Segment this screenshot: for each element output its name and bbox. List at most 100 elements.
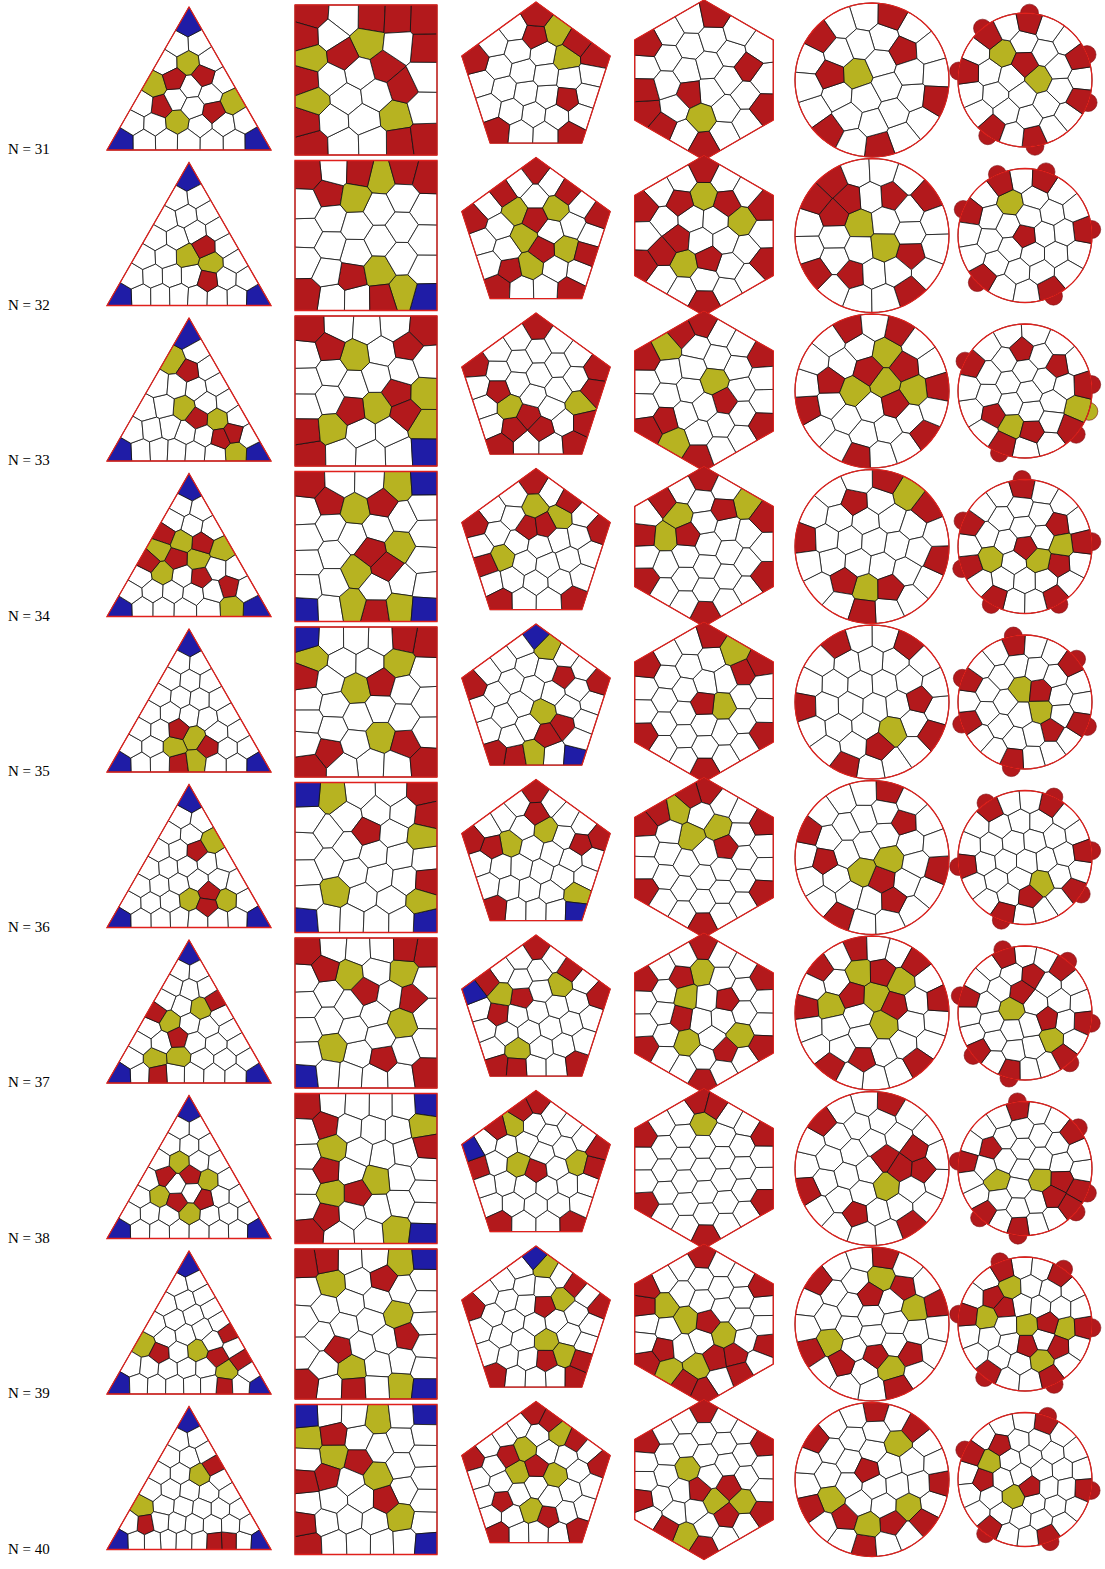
voronoi-cell bbox=[362, 958, 390, 985]
voronoi-cell bbox=[558, 121, 586, 143]
voronoi-cell bbox=[994, 1149, 1017, 1174]
voronoi-cell bbox=[365, 1023, 396, 1049]
tessellation-panel bbox=[635, 156, 774, 316]
square-container bbox=[295, 161, 437, 311]
voronoi-cell bbox=[808, 796, 839, 827]
voronoi-cell bbox=[878, 574, 905, 600]
voronoi-cell bbox=[334, 990, 363, 1019]
voronoi-cell bbox=[1047, 988, 1070, 1013]
voronoi-cell bbox=[669, 1281, 695, 1307]
triangle-container bbox=[107, 629, 271, 772]
tessellation-panel bbox=[954, 163, 1100, 305]
triangle-container bbox=[107, 1251, 271, 1394]
voronoi-cell bbox=[871, 72, 902, 102]
voronoi-cell bbox=[533, 274, 558, 299]
voronoi-cell bbox=[169, 1341, 189, 1363]
voronoi-cell bbox=[896, 665, 923, 694]
voronoi-cell bbox=[525, 1366, 546, 1387]
square-container bbox=[295, 627, 437, 777]
voronoi-cell bbox=[412, 717, 437, 748]
voronoi-cell bbox=[340, 730, 370, 759]
voronoi-cell bbox=[208, 908, 228, 928]
voronoi-cell bbox=[181, 97, 204, 120]
voronoi-cell bbox=[163, 1309, 185, 1331]
voronoi-cell bbox=[567, 524, 591, 550]
voronoi-cell bbox=[881, 390, 909, 418]
voronoi-cell bbox=[188, 908, 208, 927]
voronoi-cell bbox=[410, 123, 437, 155]
voronoi-cell bbox=[336, 1114, 361, 1143]
voronoi-cell bbox=[976, 677, 1001, 701]
voronoi-cell bbox=[490, 803, 516, 832]
voronoi-cell bbox=[386, 593, 413, 621]
voronoi-cell bbox=[575, 1283, 601, 1308]
voronoi-cell bbox=[550, 1262, 573, 1287]
voronoi-cell bbox=[635, 723, 659, 750]
tessellation-panel bbox=[462, 1091, 610, 1232]
voronoi-cell bbox=[815, 60, 844, 89]
voronoi-cell bbox=[871, 800, 898, 824]
voronoi-cell bbox=[389, 906, 414, 933]
voronoi-cell bbox=[197, 270, 218, 292]
voronoi-cell bbox=[588, 824, 610, 851]
voronoi-cell bbox=[748, 366, 773, 389]
voronoi-cell bbox=[392, 1094, 415, 1120]
voronoi-cell bbox=[859, 1325, 886, 1347]
voronoi-cell bbox=[295, 189, 321, 219]
voronoi-cell bbox=[159, 415, 181, 440]
tessellation-panel bbox=[635, 311, 774, 471]
voronoi-cell bbox=[676, 522, 700, 546]
voronoi-cell bbox=[635, 342, 661, 370]
tessellation-panel bbox=[295, 1249, 437, 1399]
voronoi-cell bbox=[162, 580, 183, 603]
voronoi-cell bbox=[635, 545, 660, 568]
pentagon-container bbox=[462, 313, 610, 454]
tessellation-panel bbox=[107, 7, 271, 150]
hexagon-container bbox=[635, 778, 774, 938]
voronoi-cell bbox=[873, 1172, 899, 1201]
voronoi-cell bbox=[1002, 830, 1024, 854]
voronoi-cell bbox=[652, 979, 677, 1003]
tessellation-panel bbox=[949, 1093, 1096, 1244]
tessellation-panel bbox=[950, 788, 1101, 929]
voronoi-cell bbox=[202, 101, 225, 123]
voronoi-cell bbox=[163, 737, 187, 758]
voronoi-cell bbox=[362, 1165, 390, 1194]
voronoi-cell bbox=[358, 126, 386, 155]
voronoi-cell bbox=[750, 674, 773, 699]
tessellation-panel bbox=[951, 941, 1100, 1087]
voronoi-cell bbox=[536, 85, 559, 109]
voronoi-cell bbox=[830, 1034, 856, 1062]
tessellation-panel bbox=[462, 1246, 610, 1387]
voronoi-cell bbox=[749, 248, 773, 280]
voronoi-cell bbox=[729, 709, 756, 734]
voronoi-cell bbox=[409, 316, 437, 346]
voronoi-cell bbox=[536, 587, 561, 610]
voronoi-cell bbox=[878, 3, 908, 30]
voronoi-cell bbox=[370, 1265, 398, 1292]
voronoi-cell bbox=[862, 527, 887, 555]
voronoi-cell bbox=[670, 1124, 696, 1147]
voronoi-cell bbox=[121, 416, 144, 443]
voronoi-cell bbox=[201, 1375, 218, 1394]
hexagon-container bbox=[635, 622, 774, 782]
voronoi-cell bbox=[901, 947, 931, 976]
tessellation-panel bbox=[462, 158, 610, 299]
voronoi-cell bbox=[319, 783, 347, 815]
tessellation-panel bbox=[795, 470, 949, 624]
voronoi-cell bbox=[1010, 516, 1036, 538]
voronoi-cell bbox=[839, 731, 866, 759]
voronoi-cell bbox=[179, 1203, 200, 1225]
voronoi-cell bbox=[341, 1378, 365, 1399]
voronoi-cell bbox=[295, 710, 323, 733]
voronoi-cell bbox=[1025, 657, 1049, 681]
pentagon-container bbox=[462, 1091, 610, 1232]
voronoi-cell bbox=[819, 226, 851, 249]
voronoi-cell bbox=[383, 750, 411, 777]
voronoi-cell bbox=[386, 184, 419, 212]
voronoi-cell bbox=[408, 1223, 437, 1243]
voronoi-cell bbox=[569, 1192, 593, 1217]
voronoi-cell bbox=[167, 438, 186, 461]
voronoi-cell bbox=[635, 856, 659, 879]
voronoi-cell bbox=[530, 699, 556, 725]
